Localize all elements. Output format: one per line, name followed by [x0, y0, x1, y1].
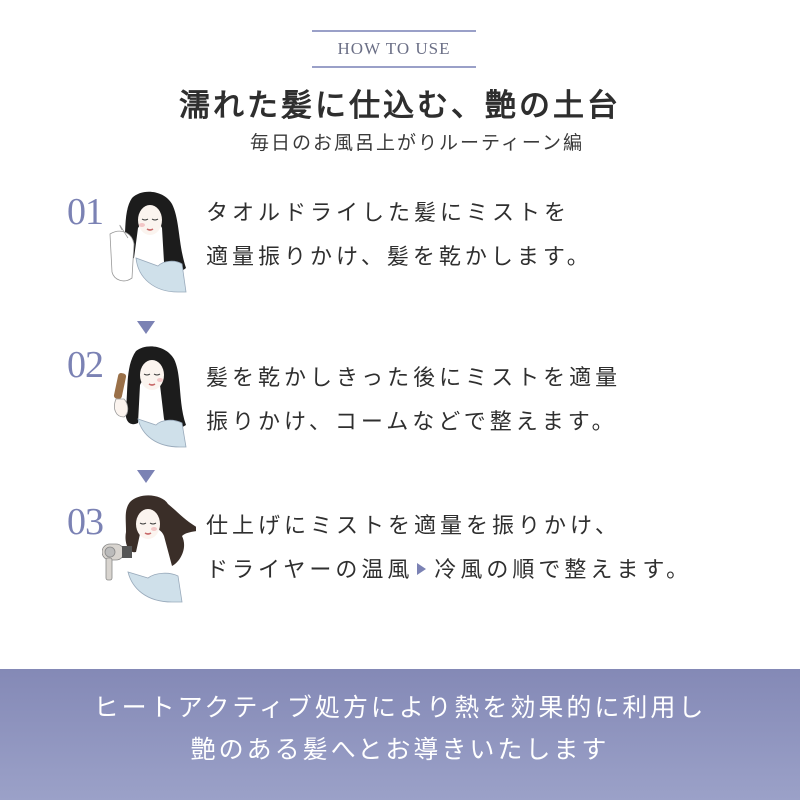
step-text-warm-air: ドライヤーの温風: [206, 558, 414, 583]
arrow-down-icon: [137, 470, 155, 483]
woman-towel-drying-hair-icon: [109, 191, 187, 293]
step-text-line: 振りかけ、コームなどで整えます。: [206, 410, 618, 435]
step-text-line: 適量振りかけ、髪を乾かします。: [206, 245, 593, 270]
page-title: 濡れた髪に仕込む、艶の土台: [179, 88, 621, 124]
step-description: 仕上げにミストを適量を振りかけ、 ドライヤーの温風冷風の順で整えます。: [206, 505, 692, 593]
step-number: 02: [67, 344, 104, 386]
step-text-cool-air: 冷風の順で整えます。: [434, 558, 693, 583]
feature-banner: ヒートアクティブ処方により熱を効果的に利用し 艶のある髪へとお導きいたします: [0, 669, 800, 800]
woman-combing-hair-icon: [113, 346, 187, 448]
banner-line: 艶のある髪へとお導きいたします: [190, 734, 610, 764]
step-description: 髪を乾かしきった後にミストを適量 振りかけ、コームなどで整えます。: [206, 357, 621, 445]
step-text-line: 髪を乾かしきった後にミストを適量: [206, 366, 622, 391]
step-text-line: タオルドライした髪にミストを: [206, 201, 571, 226]
how-to-use-label: HOW TO USE: [312, 30, 476, 68]
triangle-right-icon: [417, 563, 427, 575]
step-text-line: 仕上げにミストを適量を振りかけ、: [206, 514, 621, 539]
step-text-line: ドライヤーの温風冷風の順で整えます。: [206, 549, 692, 593]
step-number: 01: [67, 191, 104, 233]
page-subtitle: 毎日のお風呂上がりルーティーン編: [250, 132, 584, 154]
banner-line: ヒートアクティブ処方により熱を効果的に利用し: [93, 692, 707, 722]
arrow-down-icon: [137, 321, 155, 334]
woman-blow-drying-hair-icon: [102, 495, 196, 603]
step-number: 03: [67, 501, 104, 543]
step-description: タオルドライした髪にミストを 適量振りかけ、髪を乾かします。: [206, 192, 593, 280]
